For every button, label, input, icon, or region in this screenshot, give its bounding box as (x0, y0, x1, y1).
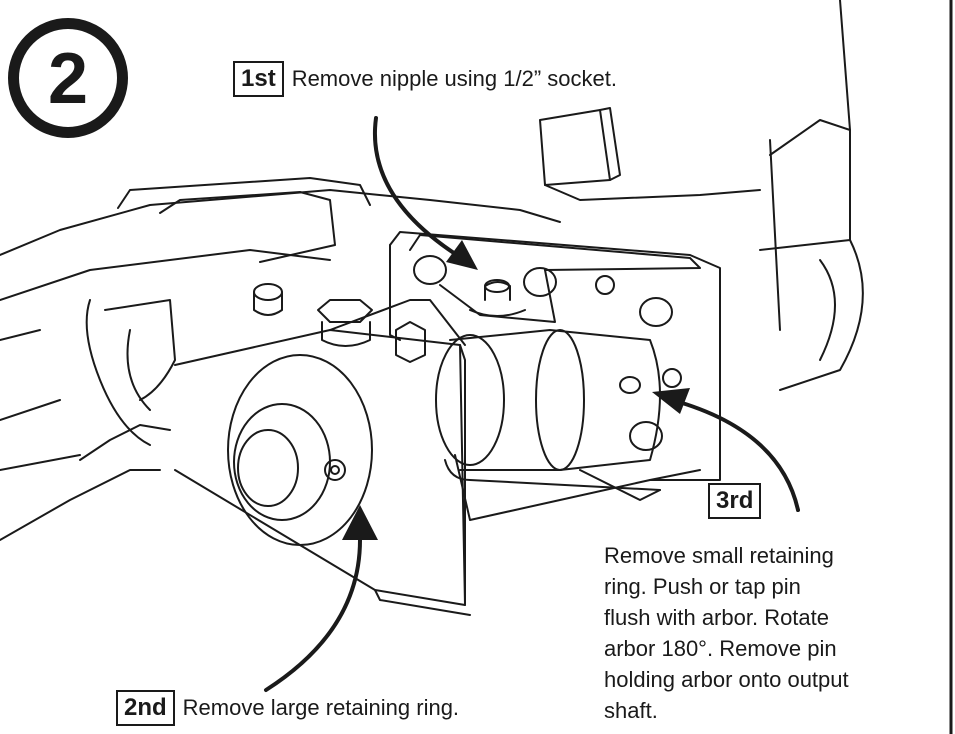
arrowhead-1st (446, 240, 478, 270)
shaft-recess (227, 354, 373, 546)
callout-third-text: Remove small retaining ring. Push or tap… (604, 543, 849, 723)
callout-first-text: Remove nipple using 1/2” socket. (291, 66, 617, 91)
machine-base (0, 177, 561, 541)
arrow-2nd (264, 538, 362, 692)
step-number: 2 (47, 39, 89, 119)
gear-cylinder (435, 329, 701, 521)
callout-third: 3rd (708, 483, 762, 519)
top-bolts (253, 283, 426, 363)
motor-housing (539, 0, 864, 391)
front-plate (174, 299, 471, 616)
callout-second-tag: 2nd (116, 690, 175, 726)
callout-third-tag: 3rd (708, 483, 762, 519)
set-screw (324, 459, 346, 481)
gearbox-assembly (389, 231, 721, 481)
callout-first-tag: 1st (233, 61, 284, 97)
arrowhead-2nd (342, 505, 378, 540)
callout-first: 1st Remove nipple using 1/2” socket. (233, 61, 617, 97)
arrow-1st (373, 116, 470, 264)
arrows (264, 116, 800, 692)
step-number-badge: 2 (8, 18, 128, 138)
arrowheads (342, 240, 690, 540)
shaft-end (237, 429, 299, 507)
arrowhead-3rd (652, 388, 690, 414)
callout-second-text: Remove large retaining ring. (182, 695, 460, 720)
callout-second: 2nd Remove large retaining ring. (116, 690, 459, 726)
arrow-3rd (670, 398, 800, 512)
